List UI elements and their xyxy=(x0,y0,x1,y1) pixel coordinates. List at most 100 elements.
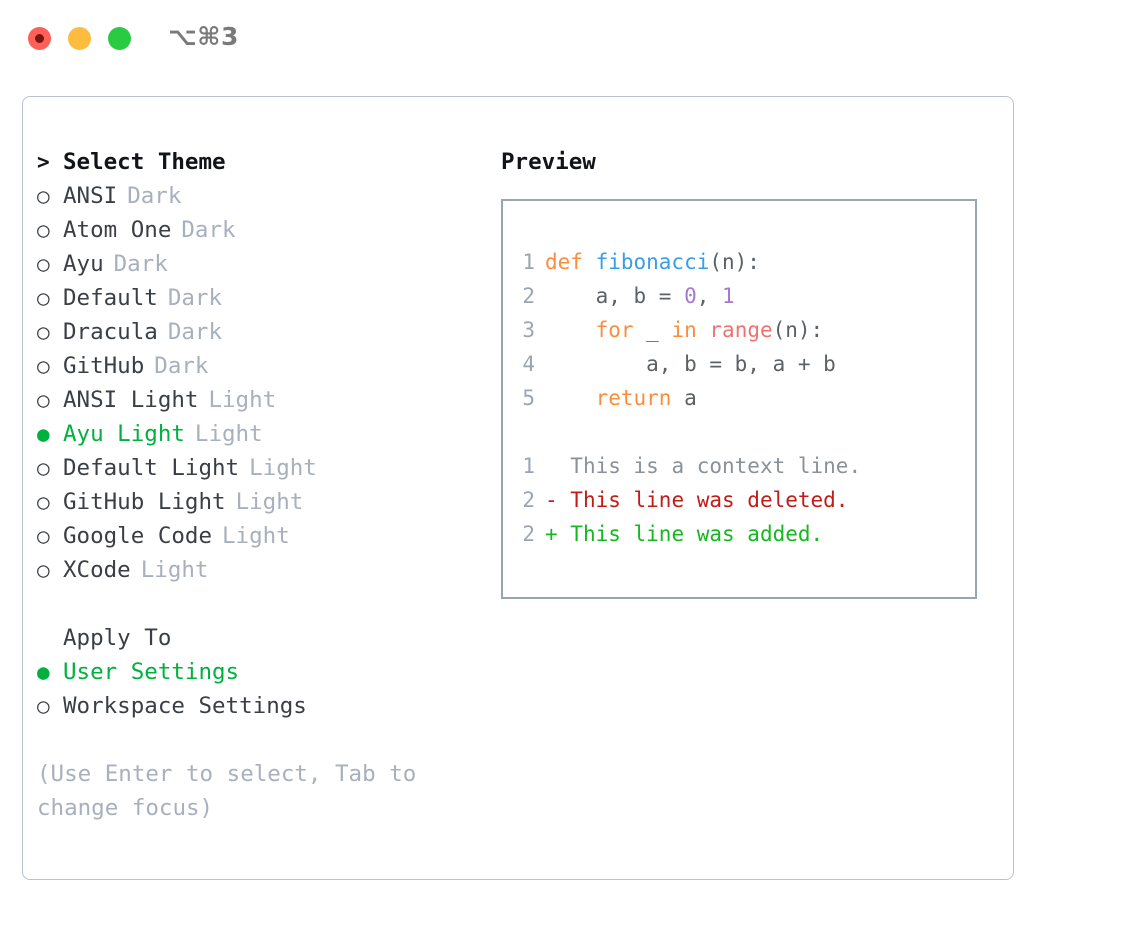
radio-icon: ○ xyxy=(37,320,50,344)
theme-variant-badge: Dark xyxy=(167,285,223,311)
theme-option-ayu[interactable]: ○ Ayu Dark xyxy=(37,247,477,281)
radio-icon: ○ xyxy=(37,218,50,242)
diff-sample: 1 This is a context line.2- This line wa… xyxy=(503,449,975,551)
code-token-pl: (n): xyxy=(772,318,824,342)
apply-to-option-workspace-settings[interactable]: ○Workspace Settings xyxy=(37,689,477,723)
radio-icon: ○ xyxy=(37,286,50,310)
maximize-button[interactable] xyxy=(108,27,131,50)
code-token-pl: _ xyxy=(633,318,672,342)
apply-to-heading-label: Apply To xyxy=(63,625,172,651)
diff-line-add: 2 + This line was added. xyxy=(503,517,975,551)
theme-option-label: GitHub Light xyxy=(63,489,226,515)
code-token-pl: a, b = xyxy=(545,284,685,308)
keyboard-hint-text: (Use Enter to select, Tab to change focu… xyxy=(37,761,417,821)
code-line-content: a, b = b, a + b xyxy=(545,347,836,381)
code-diff-gap xyxy=(503,415,975,449)
code-token-kw: return xyxy=(595,386,672,410)
list-spacer xyxy=(37,587,477,621)
line-number: 5 xyxy=(522,386,535,410)
theme-option-label: Ayu xyxy=(63,251,104,277)
theme-variant-badge: Light xyxy=(249,455,317,481)
theme-variant-badge: Dark xyxy=(154,353,209,379)
theme-option-label: Ayu Light xyxy=(63,421,185,447)
apply-to-option-user-settings[interactable]: ● User Settings xyxy=(37,655,477,689)
preview-title: Preview xyxy=(501,149,596,175)
line-number: 2 xyxy=(522,488,535,512)
radio-icon: ○ xyxy=(37,388,50,412)
code-token-pl xyxy=(545,318,596,342)
code-token-kw: for xyxy=(595,318,634,342)
radio-icon: ○ xyxy=(37,184,50,208)
diff-line-ctx: 1 This is a context line. xyxy=(503,449,975,483)
theme-option-label: ANSI Light xyxy=(63,387,199,413)
diff-marker: - xyxy=(545,488,558,512)
code-line: 5 return a xyxy=(503,381,975,415)
theme-option-label: Dracula xyxy=(63,319,158,345)
code-token-pl: (n): xyxy=(709,250,760,274)
select-theme-heading-label: Select Theme xyxy=(63,149,226,175)
diff-line-content: + This line was added. xyxy=(545,517,823,551)
caret-icon: > xyxy=(37,150,50,174)
code-token-pl xyxy=(697,318,710,342)
theme-option-label: Google Code xyxy=(63,523,213,549)
diff-text: This line was added. xyxy=(557,522,824,546)
apply-to-bullet-placeholder: ○ xyxy=(37,621,63,655)
diff-line-del: 2 - This line was deleted. xyxy=(503,483,975,517)
theme-variant-badge: Dark xyxy=(113,251,168,277)
line-number: 3 xyxy=(522,318,535,342)
theme-variant-badge: Light xyxy=(194,421,263,447)
diff-line-content: This is a context line. xyxy=(545,449,861,483)
minimize-button[interactable] xyxy=(68,27,91,50)
code-token-pl: a xyxy=(671,386,697,410)
code-token-pl: a, b = b, a + b xyxy=(545,352,836,376)
diff-marker: + xyxy=(545,522,558,546)
radio-selected-icon: ● xyxy=(37,660,50,684)
code-token-pl xyxy=(545,386,596,410)
code-token-fn: fibonacci xyxy=(595,250,710,274)
line-number: 4 xyxy=(522,352,535,376)
radio-icon: ○ xyxy=(37,252,50,276)
theme-option-label: Atom One xyxy=(63,217,172,243)
apply-to-option-label: Workspace Settings xyxy=(63,693,307,719)
apply-to-options-list: ● User Settings ○Workspace Settings xyxy=(37,655,477,723)
radio-icon: ○ xyxy=(37,558,50,582)
theme-variant-badge: Dark xyxy=(127,183,182,209)
code-token-pl: , xyxy=(696,284,723,308)
theme-option-label: GitHub xyxy=(63,353,145,379)
line-number: 2 xyxy=(522,284,535,308)
theme-variant-badge: Light xyxy=(140,557,209,583)
apply-to-option-label: User Settings xyxy=(63,659,240,685)
theme-variant-badge: Light xyxy=(222,523,290,549)
code-token-num: 0 xyxy=(684,284,697,308)
code-line-content: def fibonacci(n): xyxy=(545,245,760,279)
radio-icon: ○ xyxy=(37,524,50,548)
code-token-kw: in xyxy=(671,318,697,342)
theme-option-google-code[interactable]: ○ Google Code Light xyxy=(37,519,477,553)
line-number: 2 xyxy=(522,522,535,546)
diff-line-content: - This line was deleted. xyxy=(545,483,848,517)
code-line-content: for _ in range(n): xyxy=(545,313,824,347)
code-line-content: a, b = 0, 1 xyxy=(545,279,735,313)
close-button[interactable] xyxy=(28,27,51,50)
theme-variant-badge: Light xyxy=(235,489,304,515)
line-number: 1 xyxy=(522,454,535,478)
code-line: 4 a, b = b, a + b xyxy=(503,347,975,381)
code-line-content: return a xyxy=(545,381,697,415)
